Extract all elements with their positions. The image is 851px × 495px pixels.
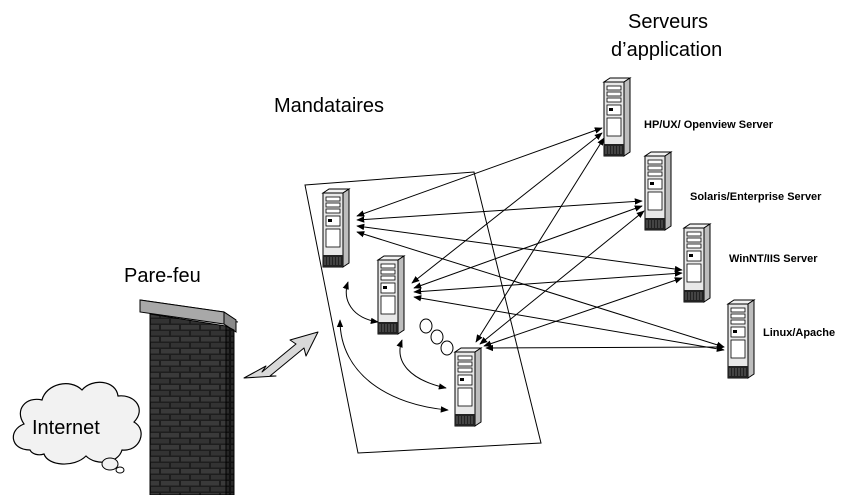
firewall-title: Pare-feu <box>124 265 201 287</box>
server-label-linux: Linux/Apache <box>763 327 835 339</box>
proxy-server-a-icon <box>322 188 350 268</box>
server-solaris-icon <box>644 151 672 231</box>
link-proxyA-winnt <box>356 223 683 273</box>
internet-label: Internet <box>32 417 100 439</box>
link-proxyB-solaris <box>413 205 643 289</box>
more-proxies-ellipsis <box>419 318 454 356</box>
internet-cloud-icon <box>12 381 142 474</box>
link-proxyA-solaris <box>356 198 643 223</box>
servers-title-line1: Serveurs <box>628 11 708 33</box>
server-label-solaris: Solaris/Enterprise Server <box>690 191 822 203</box>
link-proxyA-proxyB-curve <box>342 281 379 325</box>
link-proxyC-winnt <box>483 277 683 347</box>
link-proxyB-hpux <box>411 132 603 284</box>
connection-lines <box>336 127 725 413</box>
link-proxyA-hpux <box>356 127 603 217</box>
server-hpux-icon <box>603 77 631 157</box>
proxies-title: Mandataires <box>274 95 384 117</box>
firewall-proxy-double-arrow-icon <box>243 331 319 379</box>
link-proxyA-proxyC-curve <box>336 319 449 413</box>
link-proxyA-linux <box>356 231 725 348</box>
proxy-server-b-icon <box>377 255 405 335</box>
firewall-brick-wall-icon <box>139 299 239 495</box>
server-label-winnt: WinNT/IIS Server <box>729 253 818 265</box>
link-proxyB-linux <box>413 295 725 352</box>
server-label-hpux: HP/UX/ Openview Server <box>644 119 774 131</box>
link-proxyC-linux <box>485 343 725 352</box>
servers-title-line2: d’application <box>611 39 722 61</box>
server-winnt-icon <box>683 223 711 303</box>
proxy-server-c-icon <box>454 347 482 427</box>
server-linux-icon <box>727 299 755 379</box>
link-proxyB-proxyC-curve <box>396 339 447 390</box>
